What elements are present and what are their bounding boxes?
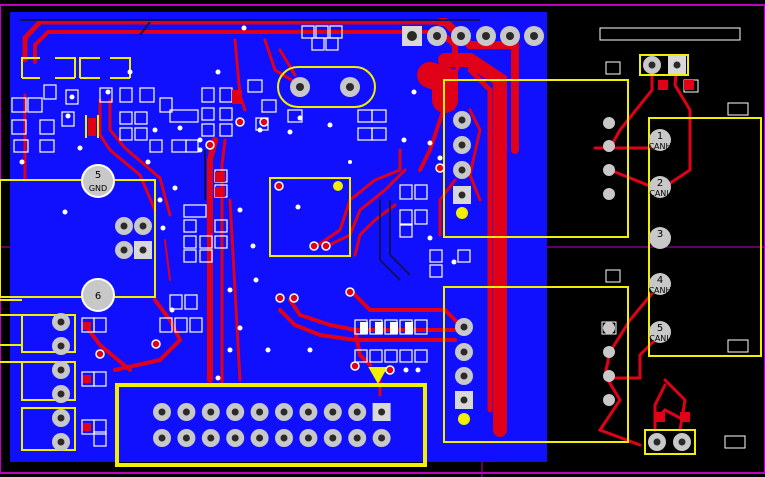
diode-outline: [85, 115, 99, 138]
header-pin-hole: [207, 434, 215, 442]
header-pin-hole: [231, 408, 239, 416]
terminal-pins: [52, 313, 70, 451]
header-pin-hole: [378, 434, 386, 442]
can-connector-pin-4-net: CANH: [648, 286, 671, 295]
can-connector-pin-1-net: CANH: [648, 142, 671, 151]
terminal-3-outline: [21, 407, 76, 451]
can-connector-pin-5-pad: [649, 321, 671, 343]
can-connector-pin-2-pad: [649, 176, 671, 198]
header-pin-hole: [256, 408, 264, 416]
header-outline: [115, 383, 427, 467]
transceiver-1-pins: [453, 111, 615, 219]
header-2x10-pins: [153, 403, 391, 447]
can-transceiver-2-outline: [443, 286, 629, 443]
silkscreen-outlines: [0, 54, 762, 467]
can-connector-pin-3-pad: [649, 227, 671, 249]
mcu-outline: [269, 177, 351, 257]
header-pin-hole: [353, 408, 361, 416]
header-pin-hole: [158, 434, 166, 442]
jumper-pads: [643, 56, 691, 451]
inductor-1-outline: [21, 57, 76, 79]
header-pin-hole: [158, 408, 166, 416]
can-connector-outline: [648, 117, 762, 357]
can-connector-pin-1-pad: [649, 129, 671, 151]
header-pin-hole: [182, 408, 190, 416]
can-connector-pin-1-number: 1: [657, 131, 663, 142]
header-pin-hole: [304, 408, 312, 416]
can-connector-pin-4-number: 4: [657, 275, 663, 286]
terminal-2-outline: [21, 361, 76, 401]
header-pin-hole: [304, 434, 312, 442]
can-connector-pin-4-pad: [649, 273, 671, 295]
top-jumper-outline: [639, 54, 689, 76]
left-connector: 5 GND 6: [81, 164, 152, 312]
crystal-outline: [277, 66, 376, 108]
header-pin-hole: [378, 408, 386, 416]
header-pin-hole: [231, 434, 239, 442]
left-connector-pin-5-number: 5: [95, 170, 101, 181]
vias: [19, 25, 457, 381]
header-pin-hole: [182, 434, 190, 442]
transceiver-2-pins: [455, 318, 615, 425]
terminal-1-outline: [21, 314, 76, 353]
left-connector-outline: [0, 179, 156, 298]
header-pin-hole: [256, 434, 264, 442]
can-connector-pin-2-number: 2: [657, 178, 663, 189]
header-pin-hole: [329, 408, 337, 416]
inductor-2-outline: [79, 57, 131, 79]
bottom-jumper-outline: [644, 429, 696, 455]
can-connector-pin-2-net: CANL: [649, 189, 671, 198]
can-connector-pin-5-number: 5: [657, 323, 663, 334]
left-connector-pin-6-number: 6: [95, 291, 101, 302]
header-pin-hole: [280, 408, 288, 416]
left-connector-pin-6-pad: [81, 278, 115, 312]
board-outline: [0, 4, 765, 474]
top-header-pins: [402, 26, 544, 46]
label-box-top: [599, 27, 741, 41]
can-connector-pin-3-number: 3: [657, 229, 663, 240]
crystal-pads: [290, 77, 360, 97]
bottom-copper-traces: [20, 19, 480, 281]
left-connector-pin-5-net: GND: [89, 184, 107, 193]
left-connector-pin-5-pad: [81, 164, 115, 198]
vias-red: [95, 117, 445, 375]
can-transceiver-1-outline: [443, 79, 629, 238]
ic-pads: [333, 181, 413, 334]
header-pin-hole: [280, 434, 288, 442]
pin1-marker: [368, 367, 388, 385]
header-pin-hole: [329, 434, 337, 442]
header-pin-hole: [353, 434, 361, 442]
can-connector-pin-5-net: CANL: [649, 334, 671, 343]
header-pin-hole: [207, 408, 215, 416]
